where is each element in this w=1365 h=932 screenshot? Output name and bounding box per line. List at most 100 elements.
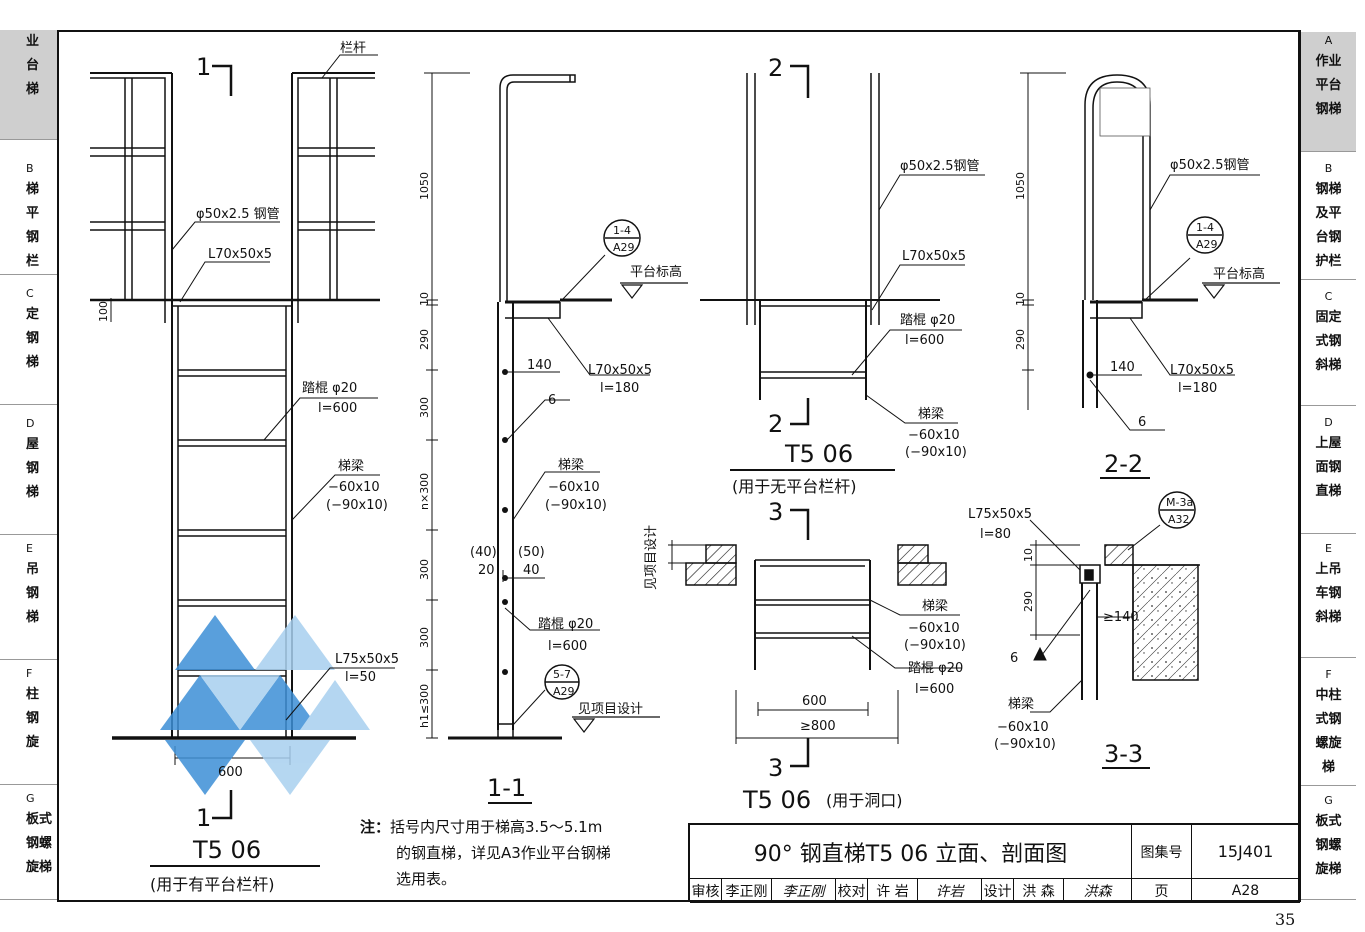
drawing-note: 注：括号内尺寸用于梯高3.5～5.1m 的钢直梯，详见A3作业平台钢梯 选用表。 — [360, 818, 611, 888]
opening-dims — [735, 599, 962, 744]
label-rung-len-b: l=600 — [905, 333, 944, 348]
label-weld-3: 6 — [1010, 651, 1018, 666]
cut-mark-1-bottom — [212, 790, 233, 820]
platform-elevation-symbol-2 — [1202, 282, 1280, 299]
dim-h1: h1≤300 — [418, 684, 431, 728]
label-rung-len-1: l=600 — [548, 639, 587, 654]
cut-mark-2 — [790, 64, 810, 426]
railing-left — [90, 72, 173, 323]
label-angle-len-2: l=180 — [1178, 381, 1217, 396]
section-3-3-dims — [1029, 519, 1161, 713]
rung-section-dot-5 — [502, 599, 508, 605]
label-beam-size-a: −60x10 — [328, 480, 380, 495]
page-code: A28 — [1192, 879, 1300, 903]
label-rung-opening: 踏棍 φ20 — [908, 661, 963, 676]
designer-name: 洪 森 — [1014, 879, 1064, 903]
checker-signature: 许岩 — [918, 879, 982, 903]
label-weld-2: 6 — [1138, 415, 1146, 430]
label-project-1: 见项目设计 — [578, 702, 643, 717]
atlas-number: 15J401 — [1192, 825, 1300, 879]
rung-section-dot-6 — [502, 669, 508, 675]
cut-label-2-top: 2 — [768, 54, 783, 82]
platform-elevation-symbol-1 — [620, 282, 688, 299]
caption-opening: T5 06 — [742, 786, 811, 814]
subcaption-b: (用于无平台栏杆) — [732, 477, 857, 496]
label-beam-size-1: −60x10 — [548, 480, 600, 495]
label-foot-len: l=50 — [345, 670, 376, 685]
label-beam-3: 梯梁 — [1008, 697, 1034, 712]
atlas-label: 图集号 — [1132, 825, 1192, 879]
section-3-3 — [1079, 544, 1200, 700]
dim-1050-2: 1050 — [1014, 172, 1027, 200]
ref-2: 1-4 — [1196, 221, 1214, 234]
section-2-2 — [1020, 72, 1198, 410]
caption-3-3: 3-3 — [1104, 740, 1143, 768]
dim-140-a: 140 — [527, 358, 552, 373]
dim-290-2: 290 — [1014, 329, 1027, 350]
section-1-1-dims — [426, 254, 650, 739]
label-angle-a: L70x50x5 — [208, 247, 272, 262]
dim-10-3: 10 — [1022, 548, 1035, 562]
label-project-opening: 见项目设计 — [644, 525, 659, 590]
opening-detail — [668, 540, 947, 670]
ref-2b: A29 — [1196, 238, 1218, 251]
label-angle-b: L70x50x5 — [902, 249, 966, 264]
cut-mark-1-top — [212, 64, 233, 96]
label-rung-1: 踏棍 φ20 — [538, 617, 593, 632]
label-railing: 栏杆 — [340, 41, 366, 56]
detail-ref-circles-1 — [544, 219, 641, 700]
dim-10: 10 — [418, 292, 431, 306]
drawing-frame — [57, 30, 1300, 902]
checker-name: 许 岩 — [868, 879, 918, 903]
drawing-title: 90° 钢直梯T5 06 立面、剖面图 — [690, 825, 1132, 879]
rung-section-dot-2 — [502, 437, 508, 443]
rung-section-dot-3 — [502, 507, 508, 513]
label-angle-len-1: l=180 — [600, 381, 639, 396]
elevation-with-railing — [90, 72, 380, 738]
project-level-symbol-1 — [572, 716, 660, 733]
label-beam-size2-b: (−90x10) — [905, 445, 967, 460]
left-tab-a[interactable]: 业 台 梯 — [0, 30, 57, 140]
section-1-1-rung-dots — [502, 369, 508, 675]
subcaption-a: (用于有平台栏杆) — [150, 875, 275, 894]
label-rung-b: 踏棍 φ20 — [900, 313, 955, 328]
label-beam-size2-a: (−90x10) — [326, 498, 388, 513]
cut-label-3-top: 3 — [768, 498, 783, 526]
section-2-2-dims — [1022, 174, 1260, 431]
dim-140-3: ≥140 — [1103, 610, 1139, 625]
cut-label-1-bottom: 1 — [196, 804, 211, 832]
cut-label-1-top: 1 — [196, 53, 211, 81]
label-angle-len-3: l=80 — [980, 527, 1011, 542]
dim-offset-40: (40) — [470, 545, 497, 560]
dim-600-opening: 600 — [802, 694, 827, 709]
caption-1-1: 1-1 — [487, 774, 526, 802]
label-angle-2: L70x50x5 — [1170, 363, 1234, 378]
label-foot-angle: L75x50x5 — [335, 652, 399, 667]
dim-300-c: 300 — [418, 627, 431, 648]
page-label: 页 — [1132, 879, 1192, 903]
label-beam-size-3: −60x10 — [997, 720, 1049, 735]
detail-ref-circle-2 — [1186, 216, 1224, 254]
label-angle-1: L70x50x5 — [588, 363, 652, 378]
caption-b: T5 06 — [784, 440, 853, 468]
dim-290-3: 290 — [1022, 591, 1035, 612]
ref-bot-1b: A29 — [553, 685, 575, 698]
label-beam-1: 梯梁 — [558, 458, 584, 473]
label-platform-1: 平台标高 — [630, 264, 682, 280]
cut-label-2-bottom: 2 — [768, 410, 783, 438]
